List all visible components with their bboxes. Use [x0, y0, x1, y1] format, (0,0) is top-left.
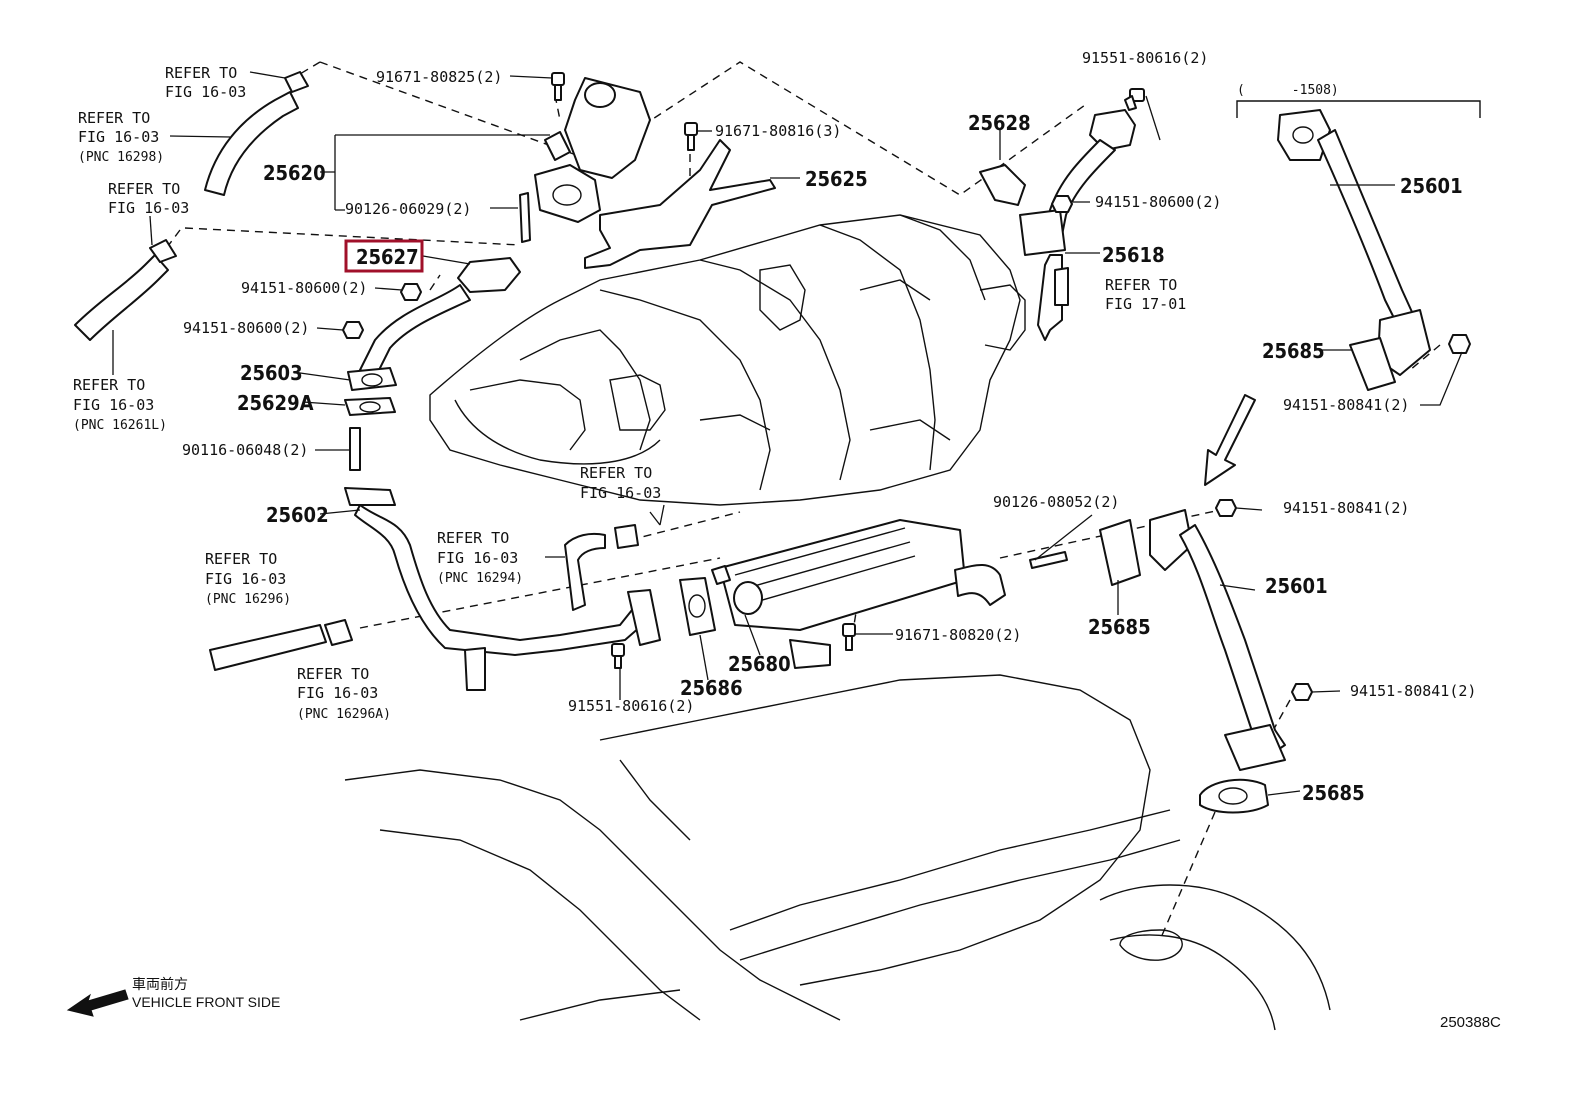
ref-3-line2: FIG 16-03: [108, 199, 189, 217]
gasket-25686: [679, 577, 716, 636]
ref-1-line1: REFER TO: [165, 64, 237, 82]
ref-4-line3: (PNC 16261L): [73, 418, 167, 433]
label-90126-08052: 90126-08052(2): [993, 493, 1119, 511]
label-25601-upper: 25601: [1400, 174, 1463, 198]
ref-8-line3: (PNC 16296A): [297, 707, 391, 722]
fasteners-drawing: [342, 72, 1471, 701]
label-94151-80841-a: 94151-80841(2): [1283, 396, 1409, 414]
highlight-box-25627: [344, 239, 424, 273]
leader-lines: [112, 71, 1463, 796]
engine-block-drawing: [344, 674, 1331, 1031]
ref-5-line2: FIG 16-03: [580, 484, 661, 502]
label-94151-80841-c: 94151-80841(2): [1350, 682, 1476, 700]
ref-7-line2: FIG 16-03: [205, 570, 286, 588]
label-94151-80600-b: 94151-80600(2): [183, 319, 309, 337]
ref-1-line2: FIG 16-03: [165, 83, 246, 101]
gasket-25629a: [344, 397, 396, 416]
label-25603: 25603: [240, 361, 303, 385]
pipe-25601-lower: [1149, 509, 1286, 771]
label-25629a: 25629A: [237, 391, 314, 415]
gasket-25685-mid: [1099, 519, 1141, 586]
ref-9-line2: FIG 17-01: [1105, 295, 1186, 313]
label-25620: 25620: [263, 161, 326, 185]
ref-6-line3: (PNC 16294): [437, 571, 523, 586]
ref-2-line1: REFER TO: [78, 109, 150, 127]
hose-16261l: [74, 239, 177, 341]
label-90126-06029: 90126-06029(2): [345, 200, 471, 218]
gasket-25685-lower: [1199, 778, 1269, 814]
egr-cooler-25680: [711, 519, 1006, 669]
fastener-labels: 91671-80825(2) 90126-06029(2) 91671-8081…: [182, 49, 1476, 715]
label-94151-80600-c: 94151-80600(2): [1095, 193, 1221, 211]
ref-7-line1: REFER TO: [205, 550, 277, 568]
ref-9-line1: REFER TO: [1105, 276, 1177, 294]
ref-6-line2: FIG 16-03: [437, 549, 518, 567]
hose-16298: [204, 71, 309, 196]
label-91671-80816: 91671-80816(3): [715, 122, 841, 140]
date-range-bracket: [1236, 100, 1481, 118]
ref-8-line1: REFER TO: [297, 665, 369, 683]
label-91671-80825: 91671-80825(2): [376, 68, 502, 86]
label-94151-80841-b: 94151-80841(2): [1283, 499, 1409, 517]
ref-3-line1: REFER TO: [108, 180, 180, 198]
label-25686: 25686: [680, 676, 743, 700]
ref-4-line2: FIG 16-03: [73, 396, 154, 414]
label-25625: 25625: [805, 167, 868, 191]
pipe-25627: [359, 257, 521, 377]
label-91551-80616-a: 91551-80616(2): [1082, 49, 1208, 67]
label-25618: 25618: [1102, 243, 1165, 267]
stud-90116: [349, 427, 361, 471]
hose-16294: [564, 524, 639, 611]
part-labels: 25620 25627 25603 25629A 25602 25625 256…: [237, 111, 1463, 805]
flange-25603: [347, 367, 397, 391]
hose-16296: [209, 619, 353, 671]
bracket-25625: [584, 139, 776, 269]
front-arrow-icon: [66, 989, 129, 1017]
figure-code: 250388C: [1440, 1014, 1501, 1031]
pipe-25602: [344, 487, 661, 691]
ref-8-line2: FIG 16-03: [297, 684, 378, 702]
direction-arrow: [1204, 394, 1256, 486]
front-label-jp: 車両前方: [132, 976, 188, 992]
label-25602: 25602: [266, 503, 329, 527]
ref-5-line1: REFER TO: [580, 464, 652, 482]
label-25628: 25628: [968, 111, 1031, 135]
label-25685-upper: 25685: [1262, 339, 1325, 363]
fitting-25618: [1019, 209, 1069, 341]
ref-2-line3: (PNC 16298): [78, 150, 164, 165]
label-25685-mid: 25685: [1088, 615, 1151, 639]
ref-4-line1: REFER TO: [73, 376, 145, 394]
label-94151-80600-a: 94151-80600(2): [241, 279, 367, 297]
front-label-en: VEHICLE FRONT SIDE: [132, 994, 280, 1010]
vehicle-front-indicator: 車両前方 VEHICLE FRONT SIDE: [66, 976, 280, 1017]
ref-2-line2: FIG 16-03: [78, 128, 159, 146]
label-91671-80820: 91671-80820(2): [895, 626, 1021, 644]
egr-valve-25620: [519, 77, 651, 243]
label-date-range: ( -1508): [1237, 83, 1339, 98]
label-25685-lower: 25685: [1302, 781, 1365, 805]
label-25680: 25680: [728, 652, 791, 676]
reference-labels: REFER TO FIG 16-03 REFER TO FIG 16-03 (P…: [73, 64, 1186, 722]
ref-7-line3: (PNC 16296): [205, 592, 291, 607]
label-91551-80616-b: 91551-80616(2): [568, 697, 694, 715]
label-90116-06048: 90116-06048(2): [182, 441, 308, 459]
label-25627[interactable]: 25627: [356, 245, 419, 269]
gasket-25685-upper: [1349, 337, 1396, 391]
label-25601-lower: 25601: [1265, 574, 1328, 598]
pipe-25601-upper: [1277, 109, 1431, 376]
engine-intake-manifold-drawing: [429, 214, 1026, 506]
ref-6-line1: REFER TO: [437, 529, 509, 547]
